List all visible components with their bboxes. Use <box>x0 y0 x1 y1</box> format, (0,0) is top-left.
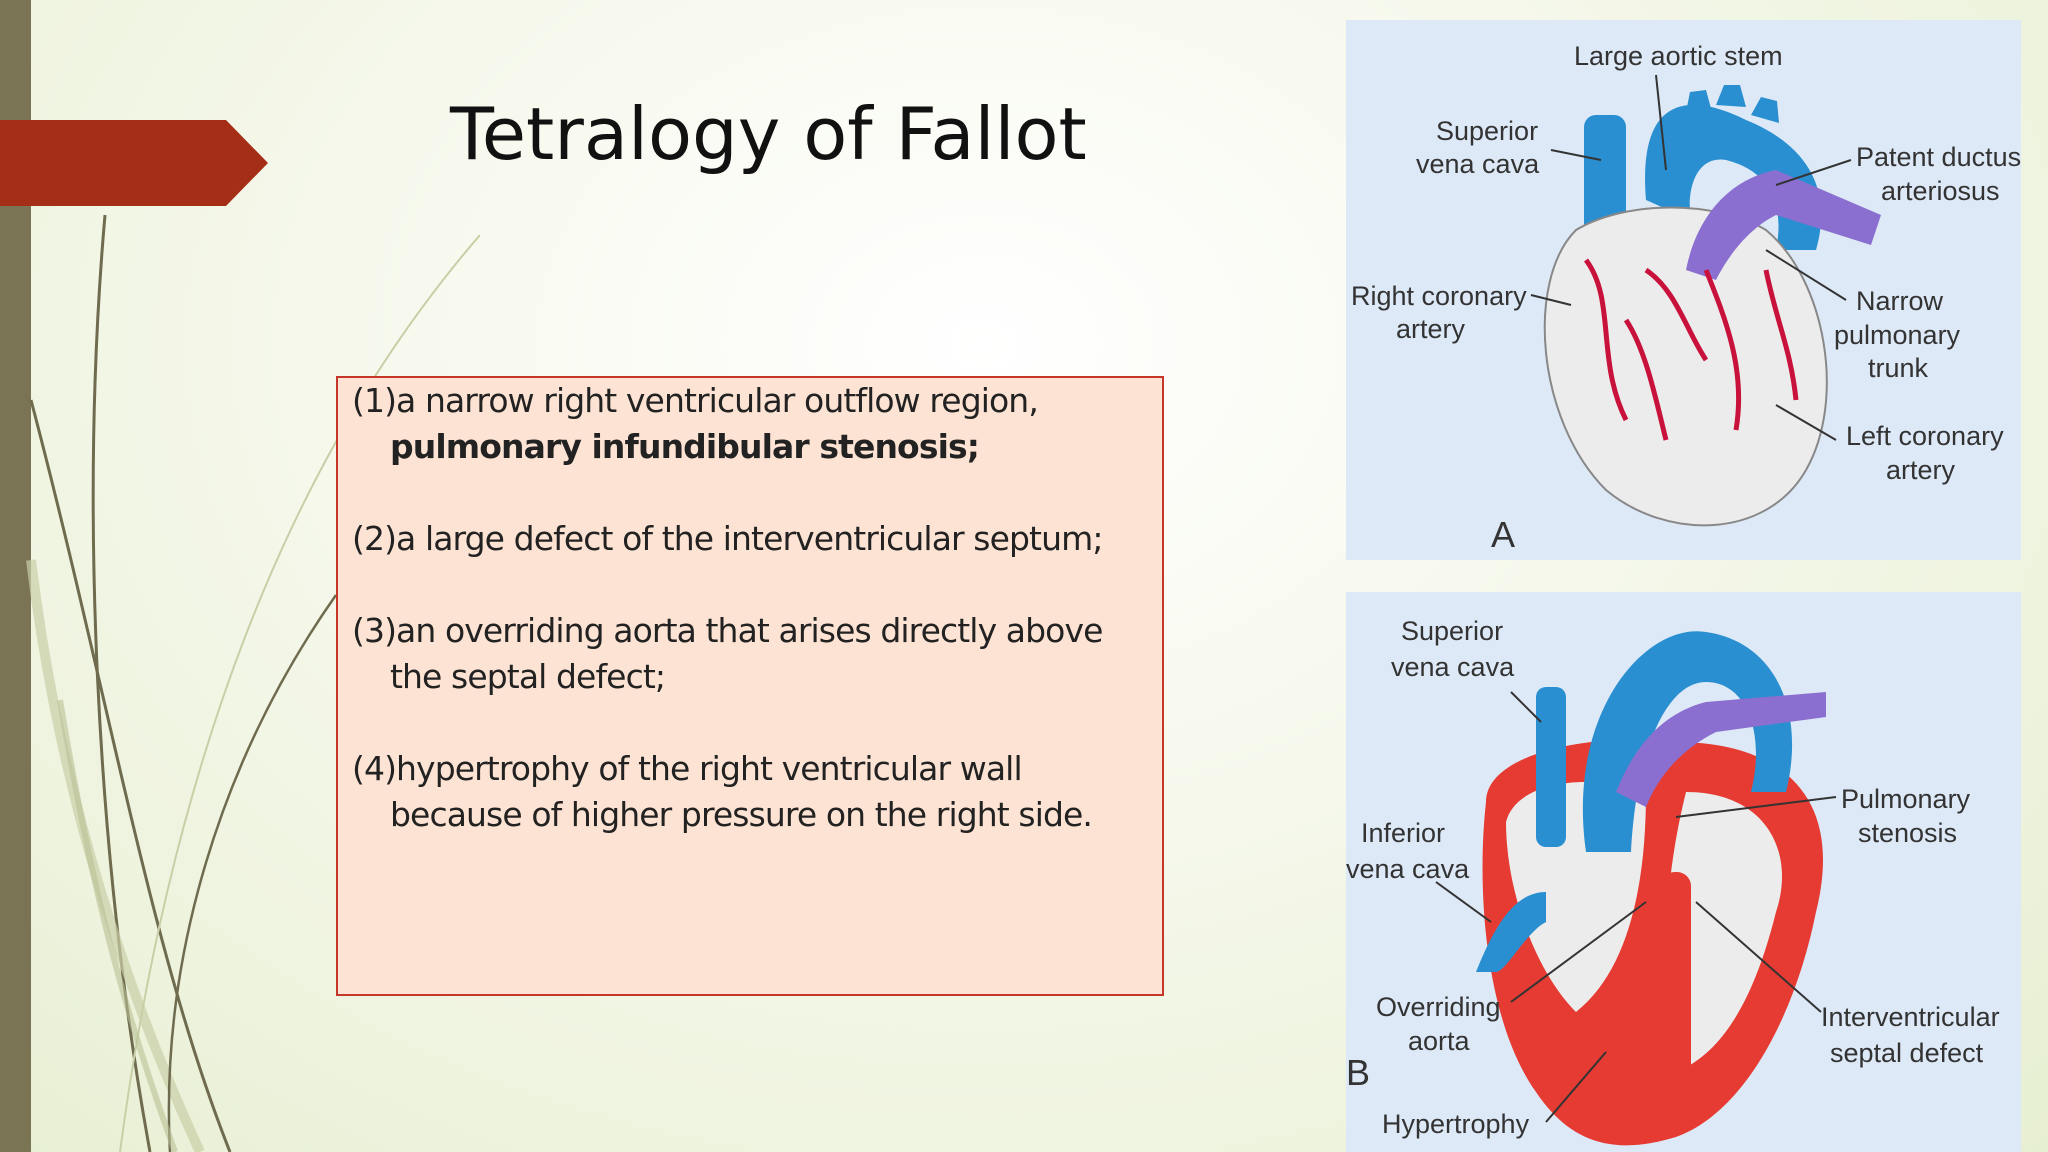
heart-section-illustration: Superior vena cava Inferior vena cava Pu… <box>1346 616 2000 1146</box>
label-svc-line1: Superior <box>1401 616 1503 646</box>
item-text: a narrow right ventricular outflow regio… <box>396 381 1039 420</box>
label-rca-line2: artery <box>1396 314 1466 344</box>
label-oa-line1: Overriding <box>1376 992 1501 1022</box>
label-npt-line3: trunk <box>1868 353 1929 383</box>
label-svc-line2: vena cava <box>1416 149 1540 179</box>
label-npt-line1: Narrow <box>1856 286 1944 316</box>
leader-lines <box>1435 691 1837 1123</box>
label-hypertrophy: Hypertrophy <box>1382 1109 1530 1139</box>
label-ps-line2: stenosis <box>1858 818 1957 848</box>
title-arrow-accent <box>0 120 268 206</box>
item-text: an overriding aorta that arises directly… <box>396 611 1103 650</box>
svc-shape <box>1536 687 1566 847</box>
label-large-aortic-stem: Large aortic stem <box>1574 41 1783 71</box>
slide-title: Tetralogy of Fallot <box>450 92 1087 176</box>
aortic-branches <box>1686 85 1779 123</box>
heart-diagram-a: Large aortic stem Superior vena cava Pat… <box>1346 20 2021 560</box>
heart-body <box>1543 206 1828 527</box>
ivc-shape <box>1476 892 1546 972</box>
item-text-bold: pulmonary infundibular stenosis; <box>390 427 980 466</box>
list-item: (2)a large defect of the interventricula… <box>352 516 1162 562</box>
label-ivc-line1: Inferior <box>1361 818 1445 848</box>
pulmonary-trunk-shape <box>1686 170 1881 280</box>
item-number: (2) <box>352 519 397 558</box>
item-text: because of higher pressure on the right … <box>390 795 1093 834</box>
label-ps-line1: Pulmonary <box>1841 784 1971 814</box>
label-isd-line1: Interventricular <box>1821 1002 2000 1032</box>
item-number: (3) <box>352 611 397 650</box>
panel-letter-b: B <box>1346 1052 1370 1093</box>
item-number: (4) <box>352 749 397 788</box>
content-text-box: (1)a narrow right ventricular outflow re… <box>336 376 1164 996</box>
panel-letter-a: A <box>1491 514 1515 555</box>
label-pda-line1: Patent ductus <box>1856 142 2021 172</box>
item-text: a large defect of the interventricular s… <box>396 519 1103 558</box>
label-oa-line2: aorta <box>1408 1026 1471 1056</box>
left-chamber <box>1666 792 1782 1072</box>
item-number: (1) <box>352 381 397 420</box>
septum <box>1661 872 1691 1092</box>
label-ivc-line2: vena cava <box>1346 854 1470 884</box>
list-item: (4)hypertrophy of the right ventricular … <box>352 746 1162 838</box>
heart-diagram-b: Superior vena cava Inferior vena cava Pu… <box>1346 592 2021 1152</box>
label-rca-line1: Right coronary <box>1351 281 1527 311</box>
label-lca-line2: artery <box>1886 455 1956 485</box>
label-npt-line2: pulmonary <box>1834 320 1961 350</box>
label-svc-line1: Superior <box>1436 116 1538 146</box>
heart-external-illustration: Large aortic stem Superior vena cava Pat… <box>1351 41 2021 555</box>
list-item: (3)an overriding aorta that arises direc… <box>352 608 1162 700</box>
pulmonary-artery-shape <box>1616 692 1826 807</box>
leader-lines <box>1530 74 1852 441</box>
decorative-lines <box>26 214 480 1152</box>
label-svc-line2: vena cava <box>1391 652 1515 682</box>
coronary-arteries <box>1583 258 1799 441</box>
label-lca-line1: Left coronary <box>1846 421 2004 451</box>
label-pda-line2: arteriosus <box>1881 176 2000 206</box>
item-text: hypertrophy of the right ventricular wal… <box>396 749 1023 788</box>
label-isd-line2: septal defect <box>1830 1038 1984 1068</box>
item-text: the septal defect; <box>390 657 666 696</box>
list-item: (1)a narrow right ventricular outflow re… <box>352 378 1162 470</box>
